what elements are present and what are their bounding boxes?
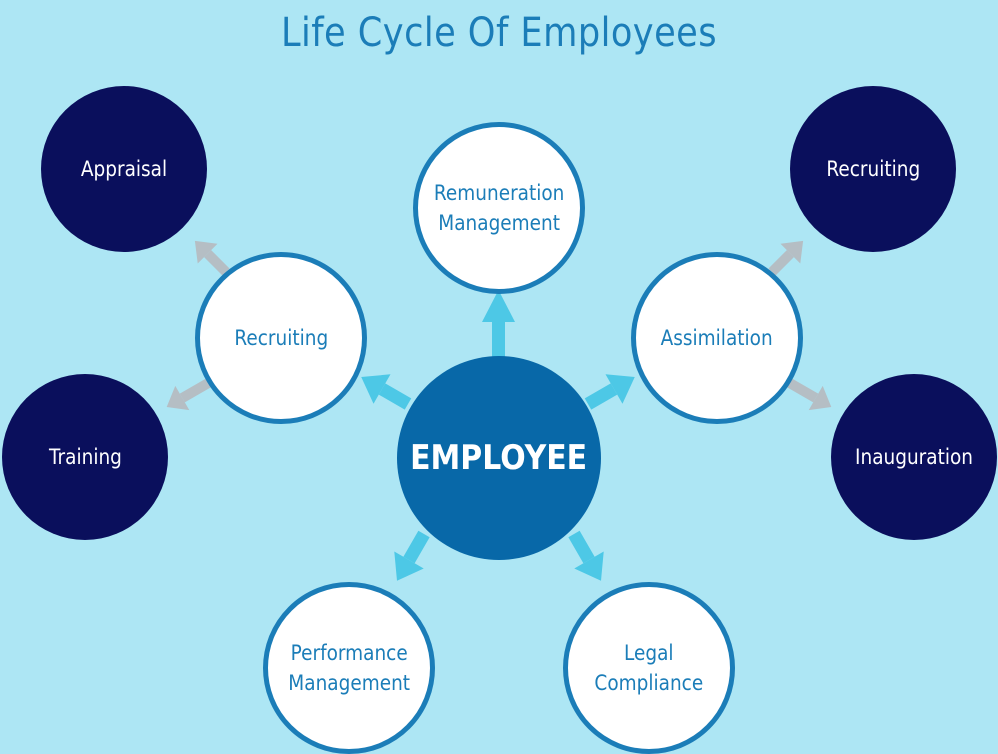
node-performance-management: Performance Management	[263, 582, 435, 754]
arrow-to-legal	[568, 530, 604, 581]
arrow-to-appraisal	[194, 240, 230, 276]
node-recruiting-label: Recruiting	[234, 326, 328, 350]
node-inauguration: Inauguration	[831, 374, 997, 540]
node-assimilation: Assimilation	[631, 252, 803, 424]
node-appraisal: Appraisal	[41, 86, 207, 252]
node-legal-compliance: Legal Compliance	[563, 582, 735, 754]
arrow-to-recruiting	[361, 374, 412, 410]
arrow-to-remuneration	[482, 290, 515, 358]
node-training-label: Training	[48, 445, 122, 469]
center-node-label: EMPLOYEE	[410, 438, 588, 478]
arrow-to-inauguration	[785, 377, 832, 411]
node-remuneration-label: Remuneration Management	[433, 181, 565, 235]
arrow-to-recruiting-right	[768, 240, 804, 276]
arrow-to-assimilation	[584, 374, 635, 410]
node-inauguration-label: Inauguration	[855, 445, 973, 469]
node-performance-label: Performance Management	[288, 641, 410, 695]
node-recruiting-right: Recruiting	[790, 86, 956, 252]
center-node-employee: EMPLOYEE	[397, 356, 601, 560]
node-recruiting: Recruiting	[195, 252, 367, 424]
node-recruiting-right-label: Recruiting	[826, 157, 920, 181]
node-legal-label: Legal Compliance	[594, 641, 704, 695]
node-remuneration-management: Remuneration Management	[413, 122, 585, 294]
arrow-to-performance	[394, 530, 430, 581]
diagram-title: Life Cycle Of Employees	[280, 10, 718, 56]
node-assimilation-label: Assimilation	[660, 326, 774, 350]
arrow-to-training	[166, 377, 213, 411]
node-training: Training	[2, 374, 168, 540]
node-appraisal-label: Appraisal	[80, 157, 168, 181]
